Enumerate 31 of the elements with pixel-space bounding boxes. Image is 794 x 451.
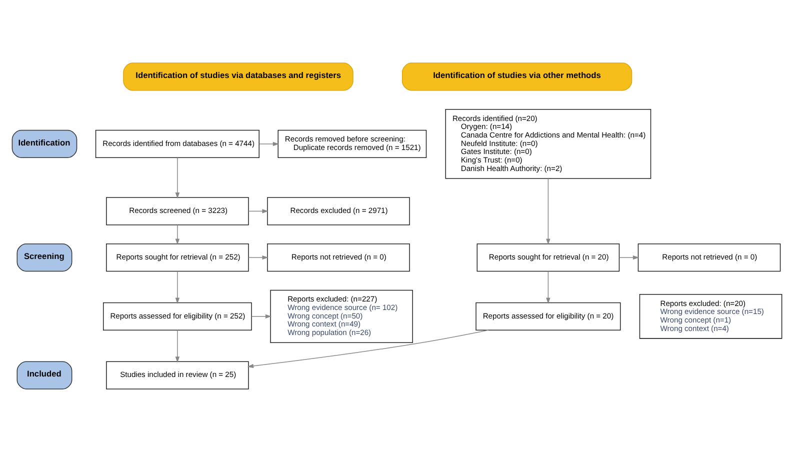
arrow	[546, 270, 550, 304]
node-box: Records identified (n=20) Orygen: (n=14) Canada Centre for Addictions and Mental Health: (n=4) Neufeld Institute: (n=0) Gates Institute: (n=0) King's Trust: (n=0) Danish Health Authority: (n=2)	[445, 108, 652, 178]
arrow	[175, 270, 180, 304]
arrow	[546, 178, 550, 244]
node-box: Reports excluded: (n=20) Wrong evidence source (n=15) Wrong concept (n=1) Wrong context (n=4)	[639, 294, 782, 338]
node-box: Reports sought for retrieval (n = 20)	[476, 242, 620, 272]
node-box: Identification of studies via other methods	[402, 62, 632, 90]
node-box: Records removed before screening: Duplicate records removed (n = 1521)	[278, 129, 427, 158]
node-box: Studies included in review (n = 25)	[106, 360, 249, 389]
arrow	[175, 156, 180, 198]
arrow	[175, 224, 180, 244]
arrow	[248, 208, 268, 213]
node-box: Reports excluded: (n=227) Wrong evidence source (n= 102) Wrong concept (n=50) Wrong context (n=49) Wrong population (n=26)	[270, 289, 413, 342]
arrow	[251, 314, 272, 318]
node-box: Reports assessed for eligibility (n = 252)	[102, 302, 252, 330]
arrow	[175, 329, 180, 362]
node-box: Reports assessed for eligibility (n = 20)	[476, 302, 621, 330]
node-box: Records identified from databases (n = 4744)	[95, 129, 260, 158]
node-box: Records screened (n = 3223)	[106, 196, 249, 225]
node-box: Reports not retrieved (n = 0)	[638, 242, 781, 272]
node-box: Reports not retrieved (n = 0)	[267, 242, 410, 272]
node-box: Records excluded (n = 2971)	[267, 196, 410, 225]
node-box: Included	[16, 360, 72, 389]
node-box: Identification	[12, 129, 78, 158]
arrow	[618, 254, 640, 260]
arrow	[248, 254, 268, 260]
node-box: Screening	[16, 242, 72, 272]
node-box: Reports sought for retrieval (n = 252)	[106, 242, 249, 272]
node-box: Identification of studies via databases and registers	[123, 62, 354, 90]
arrow	[247, 329, 489, 368]
arrow	[258, 141, 279, 146]
